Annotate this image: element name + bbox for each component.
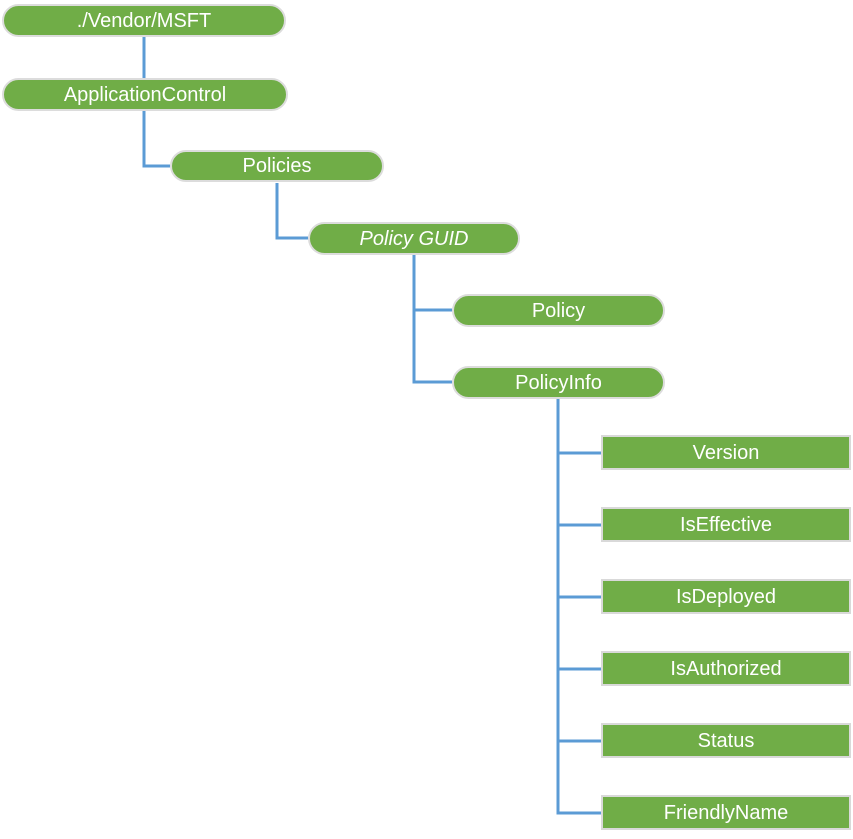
leaf-friendlyname: FriendlyName — [601, 795, 851, 830]
node-policyinfo: PolicyInfo — [452, 366, 665, 399]
connector-policyinfo-to-leaves — [556, 399, 601, 815]
leaf-isauthorized: IsAuthorized — [601, 651, 851, 686]
leaf-status: Status — [601, 723, 851, 758]
leaf-version: Version — [601, 435, 851, 470]
connector-policy-guid-to-children — [412, 255, 452, 384]
node-policy: Policy — [452, 294, 665, 327]
leaf-iseffective: IsEffective — [601, 507, 851, 542]
node-vendor-msft: ./Vendor/MSFT — [2, 4, 286, 37]
node-policy-guid: Policy GUID — [308, 222, 520, 255]
node-applicationcontrol: ApplicationControl — [2, 78, 288, 111]
node-policies: Policies — [170, 150, 384, 182]
leaf-isdeployed: IsDeployed — [601, 579, 851, 614]
connector-applicationcontrol-to-policies — [142, 111, 170, 168]
connector-policies-to-policy-guid — [275, 183, 308, 240]
